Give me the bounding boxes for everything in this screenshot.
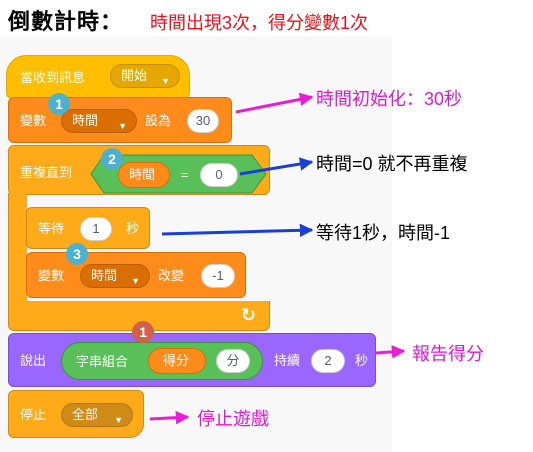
score-reporter-label: 得分: [163, 353, 190, 368]
time-reporter-label: 時間: [129, 167, 156, 182]
change-value-input[interactable]: -1: [201, 264, 235, 288]
message-dropdown[interactable]: 開始 ▼: [110, 64, 180, 88]
repeat-until-label: 重複直到: [20, 165, 73, 180]
loop-arrow-icon: ↻: [241, 305, 257, 325]
change-variable-block[interactable]: 變數 時間 ▼ 改變 -1: [26, 252, 246, 298]
chevron-down-icon: ▼: [131, 276, 140, 286]
wait-unit-label: 秒: [126, 221, 140, 236]
variable-value: 時間: [72, 113, 99, 128]
variable-dropdown[interactable]: 時間 ▼: [61, 109, 137, 133]
when-receive-block[interactable]: 當收到訊息 開始 ▼: [6, 55, 190, 99]
chevron-down-icon: ▼: [161, 76, 170, 86]
join-reporter[interactable]: 字串組合 得分 分: [61, 342, 263, 380]
chevron-down-icon: ▼: [118, 121, 127, 131]
step-badge-3: 3: [66, 243, 88, 265]
change-variable-label: 變數: [38, 268, 65, 283]
stop-option-value: 全部: [72, 407, 99, 422]
annotation-wait: 等待1秒，時間-1: [316, 223, 451, 243]
score-variable-reporter[interactable]: 得分: [148, 348, 206, 374]
message-value: 開始: [121, 68, 148, 83]
score-badge-1: 1: [132, 321, 154, 343]
repeat-until-arm: [8, 193, 27, 305]
chevron-down-icon: ▼: [114, 415, 123, 425]
arrow-wait: [161, 223, 314, 238]
page-title: 倒數計時：: [8, 9, 124, 34]
say-for-secs-block[interactable]: 說出 字串組合 得分 分 持續 2 秒: [8, 333, 376, 387]
set-variable-label: 變數: [20, 113, 47, 128]
arrow-say: [375, 345, 406, 359]
step-badge-1: 1: [48, 93, 70, 115]
join-text-input[interactable]: 分: [216, 349, 250, 373]
time-variable-reporter[interactable]: 時間: [118, 162, 170, 188]
when-receive-label: 當收到訊息: [20, 70, 86, 85]
annotation-stop: 停止遊戲: [197, 409, 269, 429]
duration-label: 持續: [274, 353, 301, 368]
say-label: 說出: [20, 353, 47, 368]
arrow-stop: [149, 410, 190, 425]
condition-value-input[interactable]: 0: [200, 163, 238, 187]
variable-dropdown[interactable]: 時間 ▼: [80, 264, 150, 288]
annotation-say: 報告得分: [412, 344, 484, 364]
set-to-label: 設為: [145, 113, 172, 128]
seconds-label: 秒: [355, 353, 369, 368]
stop-block[interactable]: 停止 全部 ▼: [8, 390, 144, 438]
page-subtitle: 時間出現3次，得分變數1次: [150, 13, 369, 33]
duration-input[interactable]: 2: [311, 349, 345, 373]
arrow-init: [235, 92, 314, 114]
join-label: 字串組合: [76, 354, 129, 369]
step-badge-2: 2: [101, 148, 123, 170]
wait-seconds-input[interactable]: 1: [80, 217, 112, 241]
arrow-condition: [239, 157, 314, 176]
set-value-input[interactable]: 30: [187, 109, 219, 133]
variable-value: 時間: [91, 268, 118, 283]
stop-label: 停止: [20, 407, 47, 422]
wait-block[interactable]: 等待 1 秒: [26, 207, 150, 249]
annotation-init: 時間初始化：30秒: [316, 89, 463, 109]
stop-option-dropdown[interactable]: 全部 ▼: [61, 403, 133, 427]
equals-sign: =: [181, 167, 189, 182]
wait-label: 等待: [38, 221, 65, 236]
annotation-condition: 時間=0 就不再重複: [316, 154, 468, 174]
change-by-label: 改變: [158, 268, 185, 283]
set-variable-block[interactable]: 變數 時間 ▼ 設為 30: [8, 97, 232, 143]
